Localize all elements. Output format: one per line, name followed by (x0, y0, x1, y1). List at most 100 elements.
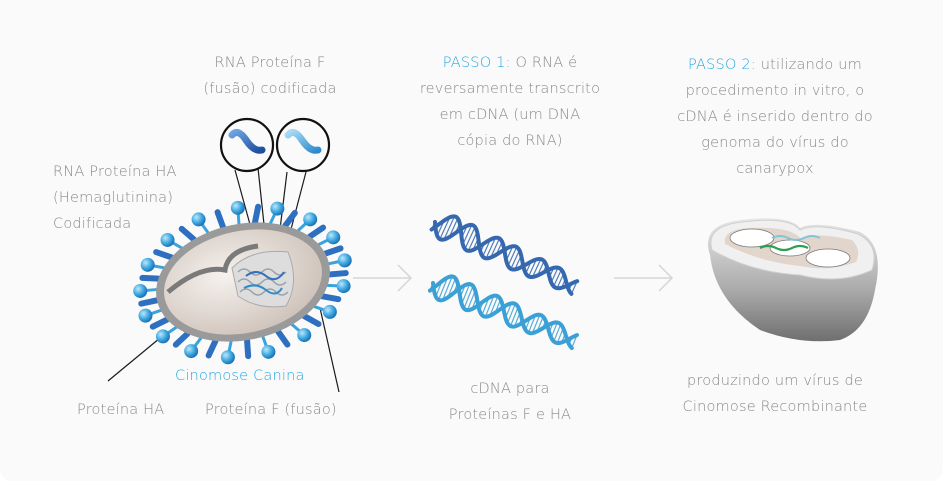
step1-description: PASSO 1: O RNA é reversamente transcrito… (405, 50, 615, 154)
dna-rung (466, 290, 476, 311)
dna-rung (506, 303, 516, 324)
virus-spike (282, 209, 298, 229)
dna-rung (553, 269, 562, 287)
dna-rung (442, 276, 453, 301)
virus-spike (139, 274, 162, 282)
dna-rung (509, 306, 519, 327)
step1-line1: PASSO 1: O RNA é (405, 50, 615, 76)
virus-spike-head (160, 232, 175, 247)
label-line: (Hemaglutinina) (53, 190, 174, 206)
virus-spike (244, 337, 252, 360)
step1-line3: em cDNA (um DNA (439, 107, 581, 123)
dna-rung (485, 237, 497, 259)
dna-rung (464, 226, 476, 250)
dna-rung (531, 314, 541, 334)
dna-rung (438, 277, 449, 301)
dna-rung (463, 285, 474, 309)
step1-prefix: PASSO 1: (442, 55, 511, 71)
virus-spike (149, 316, 171, 330)
step2-line1-text: utilizando um (755, 57, 862, 73)
virus-spike (322, 245, 344, 257)
virus-spike (172, 330, 191, 348)
label-protein-ha: Proteína HA (77, 402, 165, 418)
rna-strand-icon (219, 117, 275, 173)
virus-spike-head (140, 257, 155, 272)
virus-spike-head (336, 279, 351, 294)
dna-rung (461, 283, 471, 305)
dna-rung (439, 216, 451, 240)
virus-spike-head (326, 230, 341, 245)
caption-line: produzindo um vírus de (687, 373, 863, 389)
dna-backbone (429, 214, 580, 291)
dna-rung (489, 295, 499, 316)
virus-name-label: Cinomose Canina (175, 368, 305, 384)
step2-line5: canarypox (736, 161, 814, 177)
virus-spike-head (297, 328, 312, 343)
step1-line2: reversamente transcrito (419, 81, 601, 97)
step2-line2: procedimento in vitro, o (685, 83, 865, 99)
label-rna-protein-ha: RNA Proteína HA (Hemaglutinina) Codifica… (53, 159, 233, 237)
step2-line1: PASSO 2: utilizando um (660, 52, 890, 78)
virus-spike (178, 225, 197, 243)
dna-rung (462, 224, 473, 245)
step1-line1-text: O RNA é (510, 55, 578, 71)
virus-spike-head (155, 329, 170, 344)
virus-spike-head (133, 283, 148, 298)
virus-spike-head (138, 308, 153, 323)
virus-spike-head (337, 253, 352, 268)
label-line: RNA Proteína F (214, 55, 326, 71)
arrow-right-icon (614, 264, 674, 292)
virus-spike-head (230, 200, 245, 215)
label-line: (fusão) codificada (203, 81, 337, 97)
canarypox-virus-icon (708, 218, 878, 342)
label-line: Codificada (53, 216, 132, 232)
virus-spike-head (270, 201, 285, 216)
dna-rung (507, 246, 518, 267)
dna-rung (443, 216, 456, 240)
caption-line: cDNA para (470, 381, 550, 397)
dna-rung (490, 238, 500, 258)
virus-spike-head (191, 212, 206, 227)
virus-spike-head (220, 350, 235, 365)
step2-description: PASSO 2: utilizando um procedimento in v… (660, 52, 890, 182)
virus-spike-head (261, 344, 276, 359)
virus-spike (326, 270, 349, 278)
dna-rung (510, 249, 520, 270)
label-line: RNA Proteína HA (53, 164, 177, 180)
dna-rung (553, 324, 562, 342)
step2-line3: cDNA é inserido dentro do (677, 109, 873, 125)
dna-helix-icon (429, 214, 580, 296)
step2-caption: produzindo um vírus de Cinomose Recombin… (660, 368, 890, 420)
step1-caption: cDNA para Proteínas F e HA (405, 376, 615, 428)
virus-spike (153, 249, 175, 261)
virus-spike (138, 297, 160, 307)
virus-spike (301, 313, 322, 328)
arrow-right-icon (353, 264, 413, 292)
virus-spike (275, 328, 291, 348)
dna-rung (532, 258, 542, 278)
step1-line4: cópia do RNA) (457, 133, 563, 149)
caption-line: Cinomose Recombinante (682, 399, 868, 415)
virus-spike-head (322, 304, 337, 319)
dna-rung (467, 231, 478, 252)
step2-prefix: PASSO 2: (688, 57, 756, 73)
virus-spike-head (184, 344, 199, 359)
virus-spike (205, 337, 219, 359)
virus-spike (306, 224, 327, 240)
virus-spike-head (303, 212, 318, 227)
dna-backbone (427, 274, 579, 346)
caption-line: Proteínas F e HA (448, 407, 572, 423)
label-protein-f: Proteína F (fusão) (205, 402, 337, 418)
dna-rung (528, 259, 537, 277)
dna-helix-icon (427, 274, 579, 351)
dna-rung (527, 315, 536, 333)
virus-spike (319, 293, 342, 303)
virus-spike (251, 203, 262, 226)
dna-rung (484, 295, 495, 317)
virus-spike (214, 209, 227, 231)
rna-strand-icon (275, 117, 331, 173)
virus-spikes (133, 200, 352, 365)
label-rna-protein-f: RNA Proteína F (fusão) codificada (180, 50, 360, 102)
step2-line4: genoma do vírus do (701, 135, 849, 151)
